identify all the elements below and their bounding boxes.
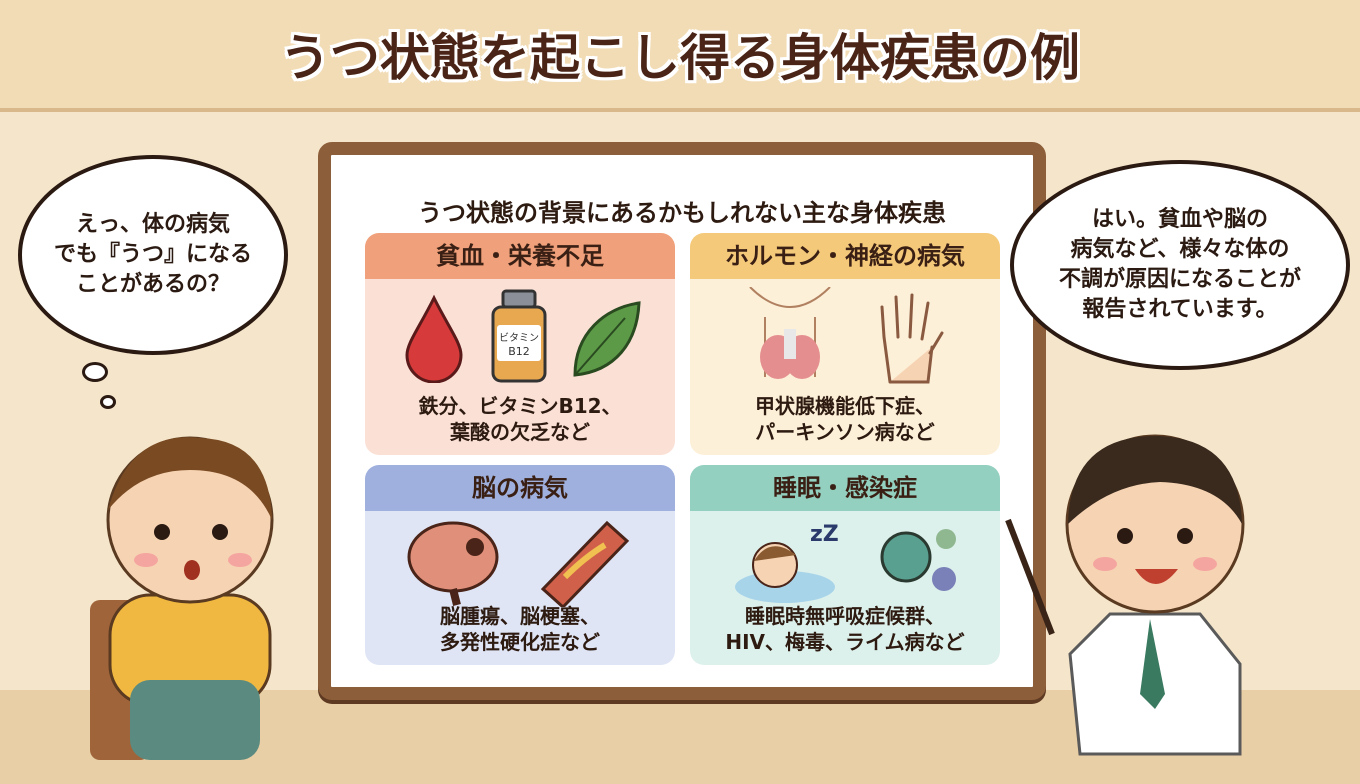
sleeping-child-icon: zZ: [735, 522, 839, 603]
bottle-label: ビタミン: [499, 332, 539, 344]
bubble-text: 病気など、様々な体の: [1070, 237, 1290, 262]
bubble-text: ことがあるの？: [75, 272, 230, 297]
right-speech-bubble: はい。貧血や脳の病気など、様々な体の不調が原因になることが報告されています。: [1010, 160, 1350, 370]
card-sleep-infection: 睡眠・感染症 zZ 睡眠時無呼吸症候群、HIV、梅毒、ライム病など: [690, 465, 1000, 665]
thought-dot: [82, 362, 108, 382]
bubble-text: 不調が原因になることが: [1058, 267, 1301, 292]
card-hormone-nerve: ホルモン・神経の病気 甲状腺機能低下症、パーキンソン病など: [690, 233, 1000, 455]
card-text: 葉酸の欠乏など: [450, 420, 590, 444]
zzz-text: zZ: [810, 522, 839, 547]
board-subtitle: うつ状態の背景にあるかもしれない主な身体疾患: [418, 199, 946, 227]
bubble-text: でも『うつ』になる: [53, 242, 252, 267]
blood-drop-icon: [405, 294, 463, 383]
left-speech-bubble: えっ、体の病気でも『うつ』になることがあるの？: [18, 155, 288, 355]
page-title: うつ状態を起こし得る身体疾患の例: [280, 29, 1080, 87]
thought-dot: [100, 395, 116, 409]
bubble-text: 報告されています。: [1082, 297, 1278, 322]
card-heading: ホルモン・神経の病気: [690, 233, 1000, 279]
trembling-hand-icon: [880, 293, 944, 384]
card-text: 多発性硬化症など: [440, 630, 600, 654]
virus-icon: [880, 529, 956, 591]
bottle-label: B12: [508, 345, 530, 358]
card-heading: 睡眠・感染症: [690, 465, 1000, 511]
bubble-text: はい。貧血や脳の: [1091, 207, 1268, 232]
card-heading: 貧血・栄養不足: [365, 233, 675, 279]
card-text: 睡眠時無呼吸症候群、: [745, 604, 945, 628]
card-text: パーキンソン病など: [755, 420, 935, 444]
card-text: 鉄分、ビタミンB12、: [418, 394, 622, 418]
card-text: 脳腫瘍、脳梗塞、: [440, 604, 600, 628]
brain-icon: [407, 521, 499, 606]
blood-vessel-icon: [540, 520, 630, 607]
card-text: 甲状腺機能低下症、: [755, 394, 935, 418]
leaf-icon: [573, 301, 641, 377]
child-character: [90, 436, 274, 760]
bubble-text: えっ、体の病気: [75, 212, 230, 237]
card-heading: 脳の病気: [365, 465, 675, 511]
wall-top-band: [0, 0, 1360, 112]
card-text: HIV、梅毒、ライム病など: [725, 630, 965, 654]
doctor-character: [1005, 434, 1245, 756]
thyroid-neck-icon: [749, 287, 831, 379]
vitamin-bottle-icon: ビタミンB12: [491, 289, 547, 383]
card-brain: 脳の病気 脳腫瘍、脳梗塞、多発性硬化症など: [365, 465, 675, 665]
